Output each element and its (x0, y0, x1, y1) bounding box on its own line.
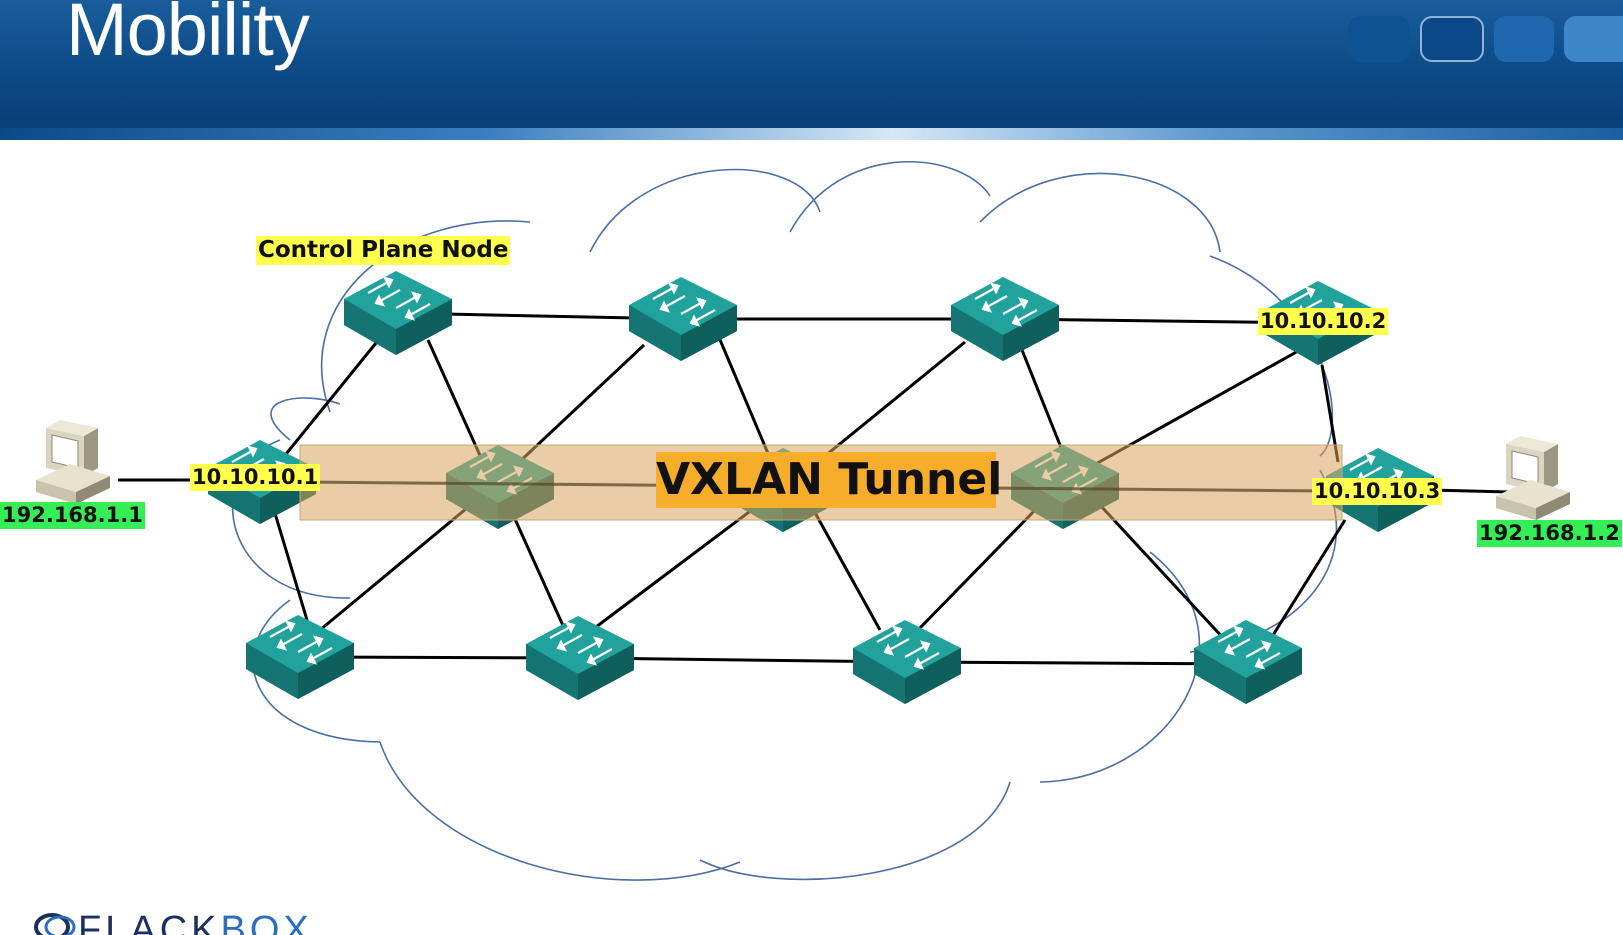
tunnel-label: VXLAN Tunnel (656, 452, 1002, 508)
vtep-label-3: 10.10.10.3 (1312, 478, 1443, 505)
switch-icon (524, 614, 636, 702)
slide-title: Mobility (66, 0, 310, 71)
host-ip-label-2: 192.168.1.2 (1477, 520, 1622, 547)
switch-icon (1192, 618, 1304, 706)
brand-name-right: BOX (220, 909, 313, 935)
slide-header: Mobility (0, 0, 1623, 128)
computer-icon (35, 419, 111, 505)
vtep-label-1: 10.10.10.1 (190, 464, 321, 491)
header-stripe (0, 128, 1623, 140)
computer-icon (1495, 435, 1571, 521)
host-ip-label-1: 192.168.1.1 (0, 502, 145, 529)
brand-name-left: FLACK (78, 909, 221, 935)
vtep-label-2: 10.10.10.2 (1258, 308, 1389, 335)
switch-icon (851, 618, 963, 706)
header-decoration-box (1348, 16, 1410, 62)
switch-icon (244, 613, 356, 701)
brand-mark-icon (34, 913, 76, 935)
brand-logo: FLACKBOX (30, 905, 350, 935)
header-decoration-box (1564, 16, 1623, 62)
switch-icon (342, 269, 454, 357)
control-plane-label: Control Plane Node (256, 236, 511, 265)
switch-icon (949, 275, 1061, 363)
header-decoration-box (1420, 16, 1484, 62)
switch-icon (627, 275, 739, 363)
network-diagram (35, 161, 1571, 881)
header-decoration-box (1494, 16, 1554, 62)
